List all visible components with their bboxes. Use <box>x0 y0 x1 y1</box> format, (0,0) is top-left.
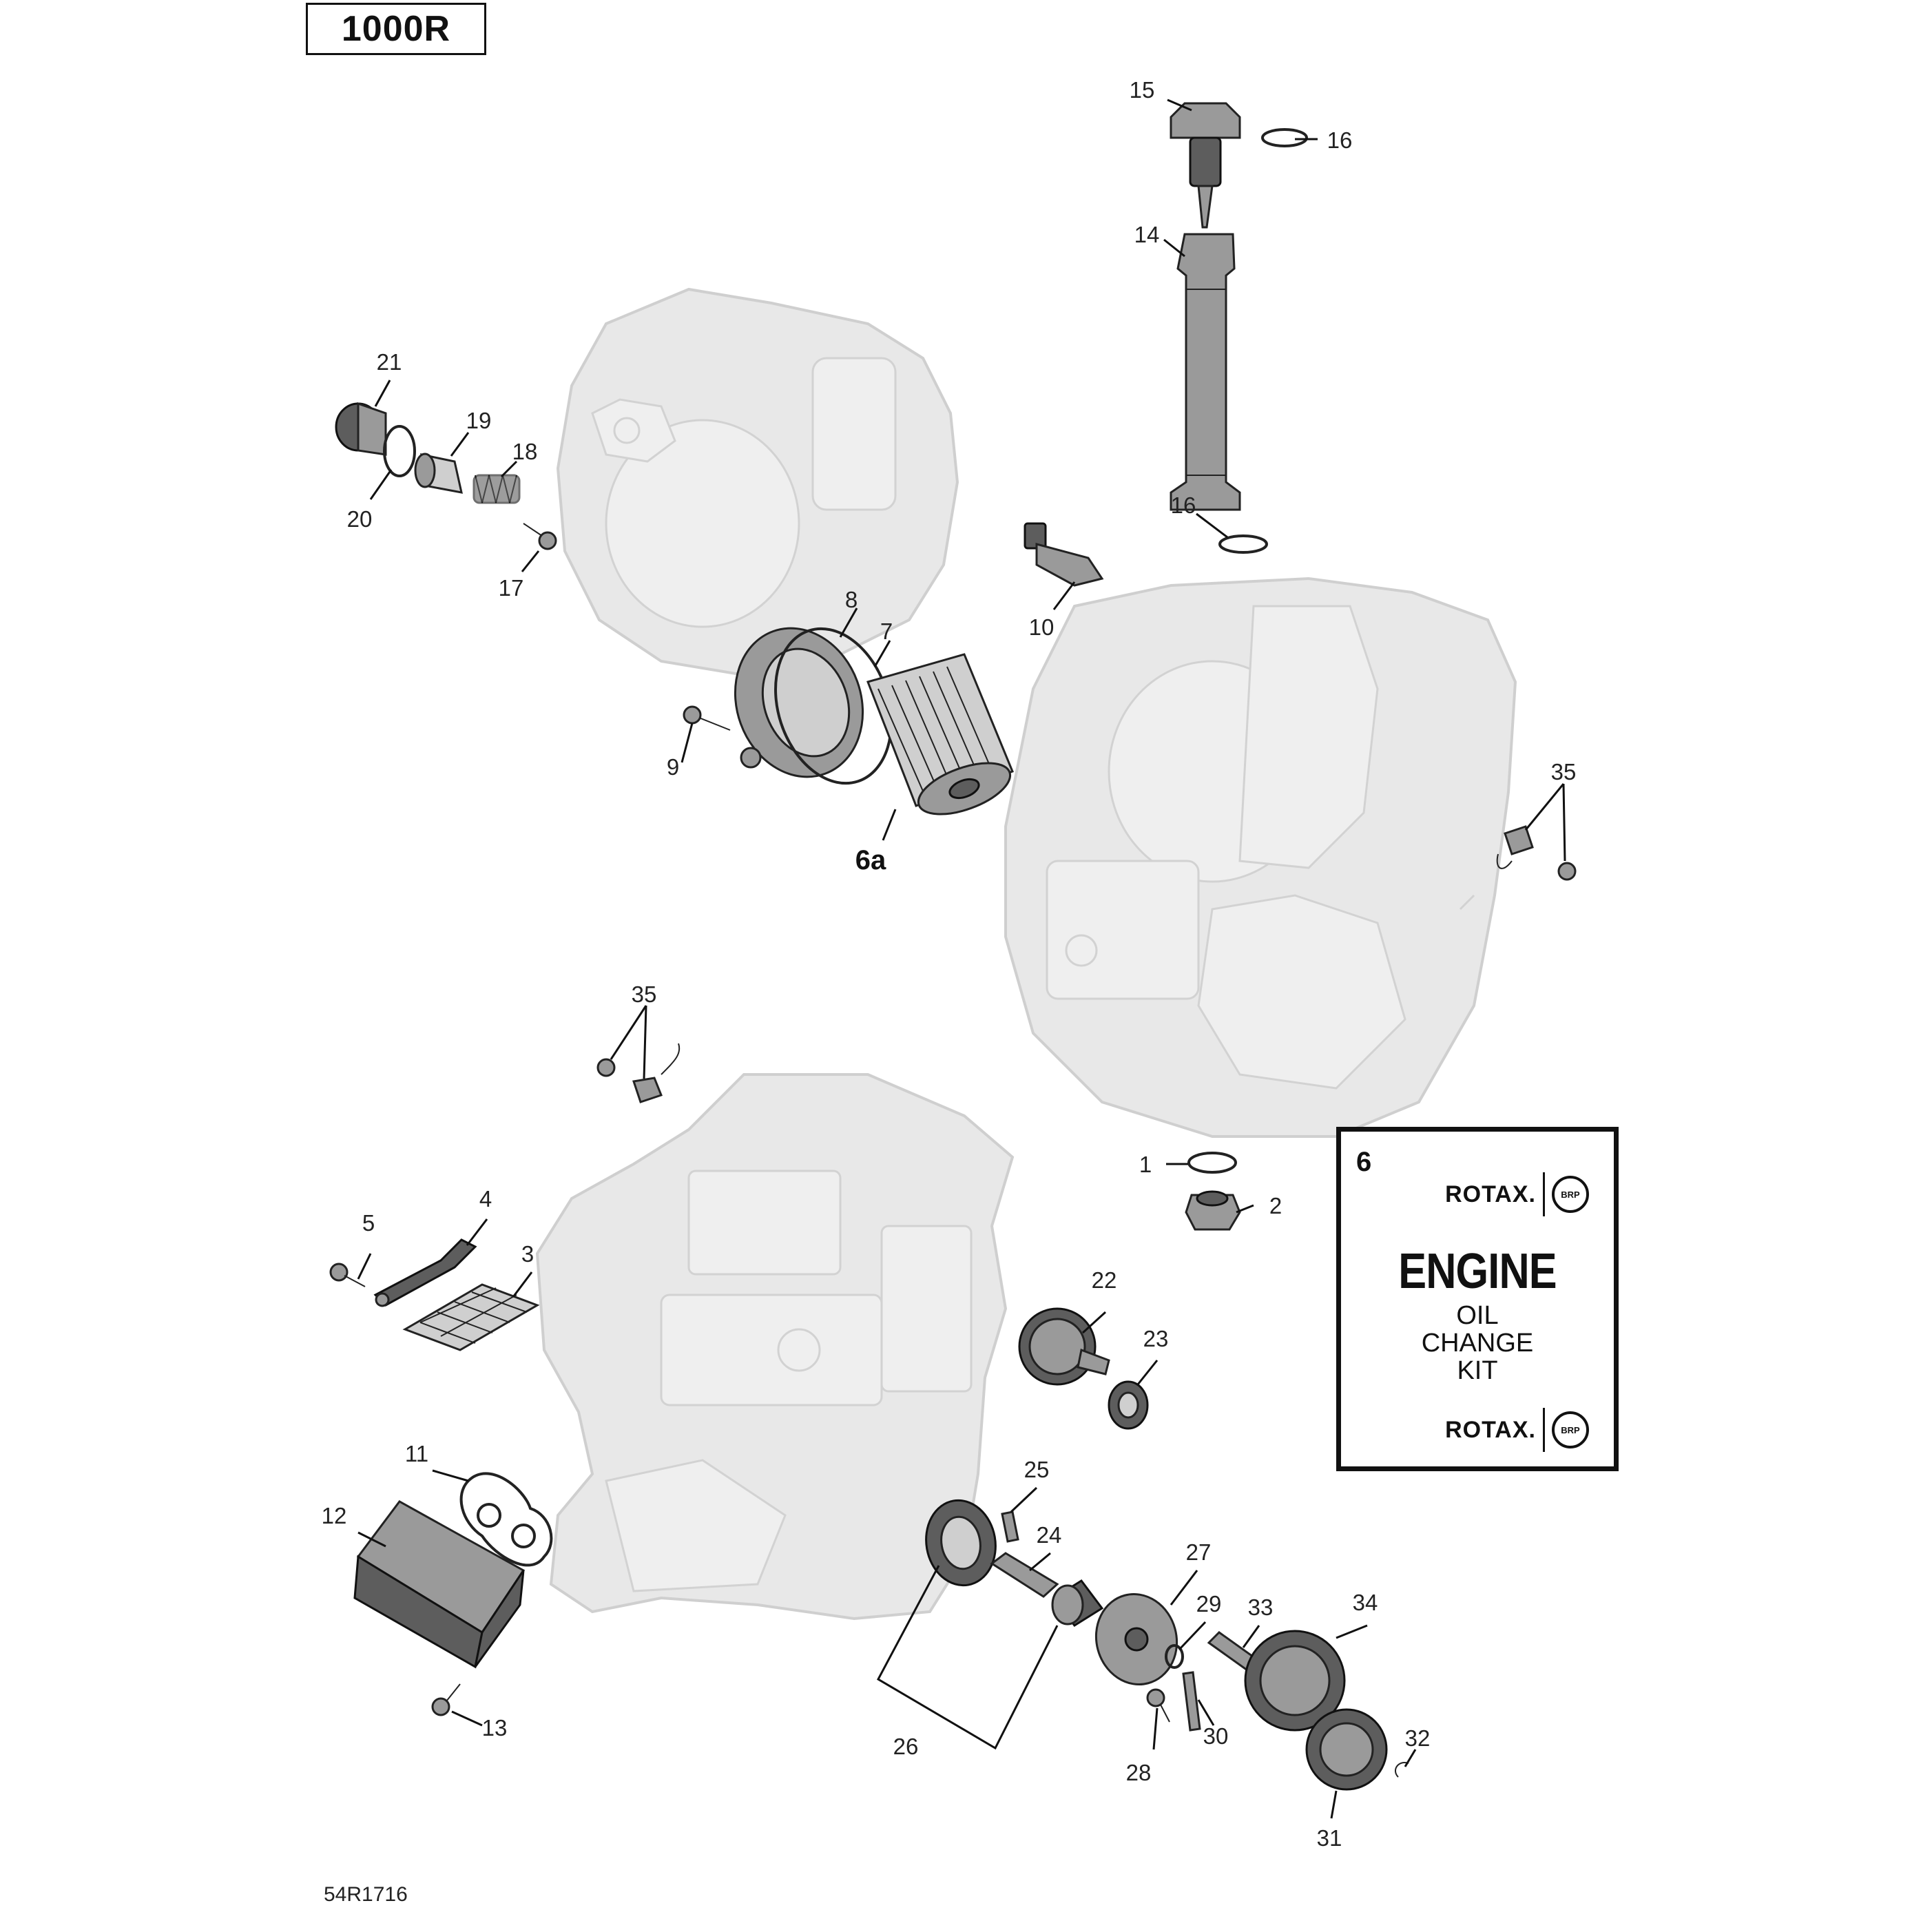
diagram-code: 54R1716 <box>324 1883 408 1906</box>
kit-line-change: CHANGE <box>1421 1329 1534 1358</box>
callout-29: 29 <box>1196 1591 1222 1617</box>
oil-pressure-sensor-10 <box>1024 522 1104 587</box>
callout-34: 34 <box>1353 1590 1378 1615</box>
kit-number: 6 <box>1356 1147 1372 1177</box>
brp-logo-icon: BRP <box>1552 1411 1589 1448</box>
callout-9: 9 <box>667 754 679 780</box>
pump-shaft-24 <box>990 1552 1059 1598</box>
brand-divider <box>1543 1172 1545 1216</box>
bolt-5 <box>329 1263 366 1287</box>
bolt-17 <box>523 523 557 550</box>
washer-29 <box>1165 1644 1184 1669</box>
callout-32: 32 <box>1405 1725 1431 1751</box>
plug-21 <box>335 402 387 456</box>
pin-25 <box>1001 1510 1019 1543</box>
gear-31 <box>1305 1708 1388 1791</box>
kit-title: ENGINE <box>1398 1244 1557 1299</box>
callout-2: 2 <box>1269 1193 1282 1218</box>
o-ring-lower <box>1218 534 1268 554</box>
callout-20: 20 <box>347 506 373 532</box>
gear-22 <box>1018 1307 1110 1386</box>
oil-change-kit-box: 6 ROTAX. BRP ENGINE OIL CHANGE KIT ROTAX… <box>1336 1127 1619 1471</box>
callout-8: 8 <box>845 587 858 612</box>
oil-filler-tube <box>1170 233 1241 511</box>
callout-17: 17 <box>499 575 524 601</box>
callout-21: 21 <box>377 349 402 375</box>
gear-34 <box>1244 1630 1346 1732</box>
callout-16-upper: 16 <box>1327 127 1353 153</box>
callout-3: 3 <box>521 1241 534 1267</box>
kit-line-oil: OIL <box>1456 1301 1499 1330</box>
o-ring-20 <box>383 425 416 477</box>
callout-10: 10 <box>1029 614 1055 640</box>
clip-32 <box>1395 1762 1409 1778</box>
bolt-13 <box>431 1683 461 1716</box>
callout-11: 11 <box>405 1441 428 1466</box>
brand-divider <box>1543 1408 1545 1452</box>
callout-19: 19 <box>466 408 492 433</box>
callout-12: 12 <box>322 1503 347 1528</box>
callout-16-lower: 16 <box>1171 492 1196 518</box>
model-badge: 1000R <box>306 3 486 55</box>
callout-14: 14 <box>1134 222 1160 247</box>
bolt-9 <box>683 705 731 731</box>
oil-cooler-12 <box>353 1500 526 1669</box>
bracket-35-right <box>1496 825 1577 881</box>
callout-30: 30 <box>1203 1723 1229 1749</box>
rotax-logo-text-bottom: ROTAX. <box>1445 1416 1536 1443</box>
callout-labels: 15 16 14 16 21 20 19 18 17 8 7 9 6a 10 3… <box>322 77 1577 1851</box>
piston-19 <box>414 453 463 494</box>
callout-33: 33 <box>1248 1595 1274 1620</box>
spring-18 <box>472 474 521 504</box>
callout-22: 22 <box>1092 1267 1117 1293</box>
callout-35-right: 35 <box>1551 759 1577 785</box>
callout-18: 18 <box>512 439 538 464</box>
callout-27: 27 <box>1186 1539 1212 1565</box>
callout-1: 1 <box>1139 1152 1152 1177</box>
bolt-28 <box>1146 1688 1170 1723</box>
oil-filter-6a <box>866 653 1014 816</box>
bracket-4 <box>373 1238 477 1307</box>
kit-line-kit: KIT <box>1457 1356 1498 1385</box>
rotor-26 <box>1051 1579 1104 1628</box>
callout-23: 23 <box>1143 1326 1169 1351</box>
callout-31: 31 <box>1317 1825 1342 1851</box>
callout-4: 4 <box>479 1186 492 1212</box>
seal-23 <box>1108 1380 1149 1430</box>
callout-26: 26 <box>893 1734 919 1759</box>
callout-6a: 6a <box>855 845 886 875</box>
rotax-brand-top: ROTAX. BRP <box>1382 1170 1589 1218</box>
callout-24: 24 <box>1037 1522 1062 1548</box>
dipstick-cap <box>1170 102 1241 229</box>
callout-13: 13 <box>482 1715 508 1741</box>
leader-lines <box>357 98 1566 1819</box>
upper-left-housing <box>556 287 959 677</box>
callout-7: 7 <box>880 619 893 644</box>
rotax-brand-bottom: ROTAX. BRP <box>1382 1406 1589 1454</box>
callout-15: 15 <box>1130 77 1155 103</box>
callout-35-left: 35 <box>632 981 657 1007</box>
oil-strainer-3 <box>402 1283 540 1351</box>
bracket-35-left <box>596 1043 681 1103</box>
brp-logo-icon: BRP <box>1552 1176 1589 1213</box>
right-crankcase <box>1004 577 1517 1138</box>
callout-28: 28 <box>1126 1760 1152 1785</box>
drain-plug-2 <box>1185 1190 1241 1231</box>
gasket-11 <box>459 1472 553 1567</box>
pump-housing-26 <box>925 1499 997 1587</box>
callout-5: 5 <box>362 1210 375 1236</box>
pump-cover-27 <box>1094 1593 1178 1685</box>
callout-25: 25 <box>1024 1457 1050 1482</box>
rotax-logo-text-top: ROTAX. <box>1445 1181 1536 1207</box>
o-ring-1 <box>1187 1152 1237 1174</box>
lower-crankcase <box>535 1073 1015 1621</box>
o-ring-upper <box>1261 128 1308 147</box>
pin-30 <box>1182 1671 1201 1732</box>
